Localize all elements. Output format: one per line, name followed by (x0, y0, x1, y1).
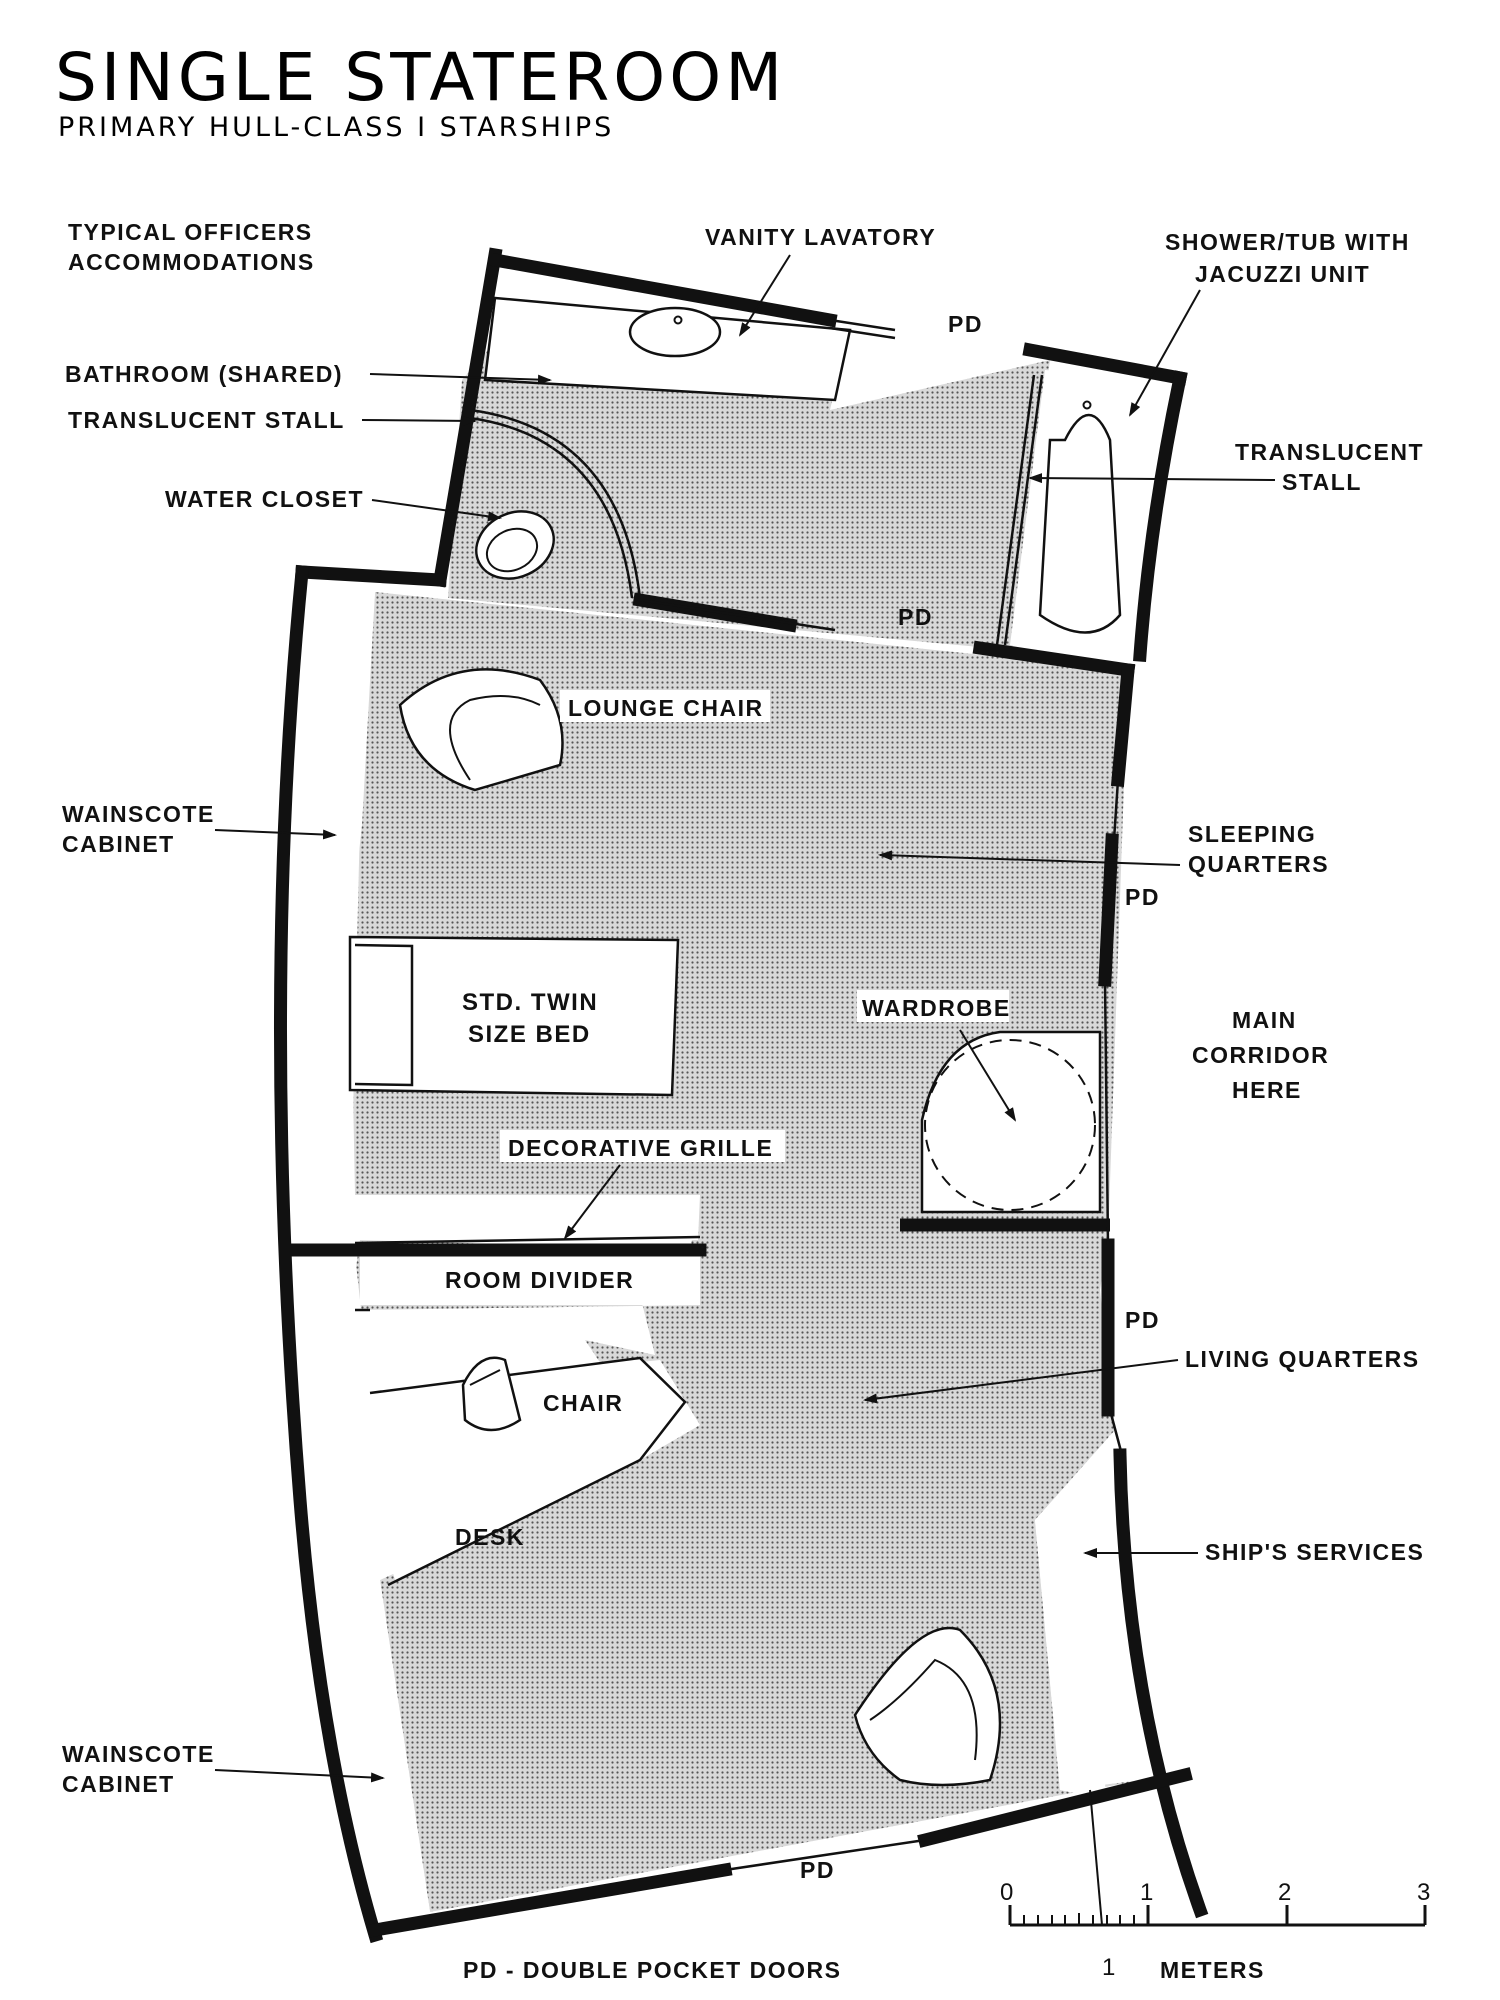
label-living-quarters: LIVING QUARTERS (1185, 1346, 1420, 1372)
scale-tick-3: 3 (1417, 1879, 1430, 1906)
label-lounge-chair: LOUNGE CHAIR (568, 695, 764, 721)
grille-gap (350, 1195, 700, 1240)
label-typical-1: TYPICAL OFFICERS (68, 219, 313, 245)
water-closet (475, 510, 555, 580)
scale-tick-0: 0 (1000, 1879, 1013, 1906)
label-chair: CHAIR (543, 1390, 623, 1416)
label-pd-3: PD (1125, 884, 1160, 910)
pocket-doors (639, 318, 1124, 1872)
label-desk: DESK (455, 1524, 525, 1550)
label-decorative-grille: DECORATIVE GRILLE (508, 1135, 773, 1161)
faucet-icon (673, 315, 683, 325)
label-room-divider: ROOM DIVIDER (445, 1267, 634, 1293)
bathtub (1038, 413, 1122, 634)
wardrobe (920, 1030, 1102, 1214)
label-pd-1: PD (948, 311, 983, 337)
desk-outline (355, 1308, 687, 1587)
label-wainscote-bottom-2: CABINET (62, 1771, 175, 1797)
wainscote-cabinet-bottom (297, 1255, 430, 1920)
label-shower-2: JACUZZI UNIT (1195, 261, 1370, 287)
label-corridor-2: CORRIDOR (1192, 1042, 1329, 1068)
scale-tick-2: 2 (1278, 1879, 1291, 1906)
label-wainscote-bottom-1: WAINSCOTE (62, 1741, 215, 1767)
label-pd-2: PD (898, 604, 933, 630)
legend-pocket-doors: PD - DOUBLE POCKET DOORS (463, 1957, 841, 1983)
label-shower-1: SHOWER/TUB WITH (1165, 229, 1410, 255)
bathroom-floor (448, 336, 1050, 650)
page-subtitle: PRIMARY HULL-CLASS I STARSHIPS (58, 112, 614, 143)
label-pd-4: PD (1125, 1307, 1160, 1333)
desk-chair (461, 1356, 522, 1432)
page-title: SINGLE STATEROOM (55, 39, 786, 116)
label-translucent-stall-left: TRANSLUCENT STALL (68, 407, 345, 433)
label-translucent-right-2: STALL (1282, 469, 1362, 495)
decorative-grille (354, 1235, 701, 1245)
lounge-chair-bottom (853, 1626, 1002, 1787)
label-vanity-lavatory: VANITY LAVATORY (705, 224, 936, 250)
tub-drain-icon (1082, 400, 1092, 410)
scale-unit: METERS (1160, 1957, 1265, 1983)
label-bathroom: BATHROOM (SHARED) (65, 361, 343, 387)
shower-translucent-stall (1003, 374, 1044, 646)
label-typical-2: ACCOMMODATIONS (68, 249, 315, 275)
scale-tick-1: 1 (1140, 1879, 1153, 1906)
label-sleeping-1: SLEEPING (1188, 821, 1316, 847)
label-wainscote-top-1: WAINSCOTE (62, 801, 215, 827)
label-corridor-1: MAIN (1232, 1007, 1297, 1033)
label-ships-services: SHIP'S SERVICES (1205, 1539, 1424, 1565)
scale-subtick: 1 (1102, 1954, 1115, 1981)
label-wainscote-top-2: CABINET (62, 831, 175, 857)
living-floor (350, 592, 1185, 1912)
label-corridor-3: HERE (1232, 1077, 1302, 1103)
label-wardrobe: WARDROBE (862, 995, 1011, 1021)
label-bed-2: SIZE BED (468, 1021, 591, 1048)
label-sleeping-2: QUARTERS (1188, 851, 1329, 877)
room-divider-panel (360, 1255, 700, 1305)
label-bed-1: STD. TWIN (462, 989, 598, 1016)
wc-translucent-stall (469, 408, 642, 599)
label-water-closet: WATER CLOSET (165, 486, 364, 512)
vanity-sink (628, 306, 722, 358)
label-pd-5: PD (800, 1857, 835, 1883)
ships-services-area (1035, 1435, 1110, 1800)
label-translucent-right-1: TRANSLUCENT (1235, 439, 1424, 465)
scale-bar: 0 1 2 3 1 METERS (1000, 1789, 1430, 1983)
twin-bed (348, 935, 680, 1097)
